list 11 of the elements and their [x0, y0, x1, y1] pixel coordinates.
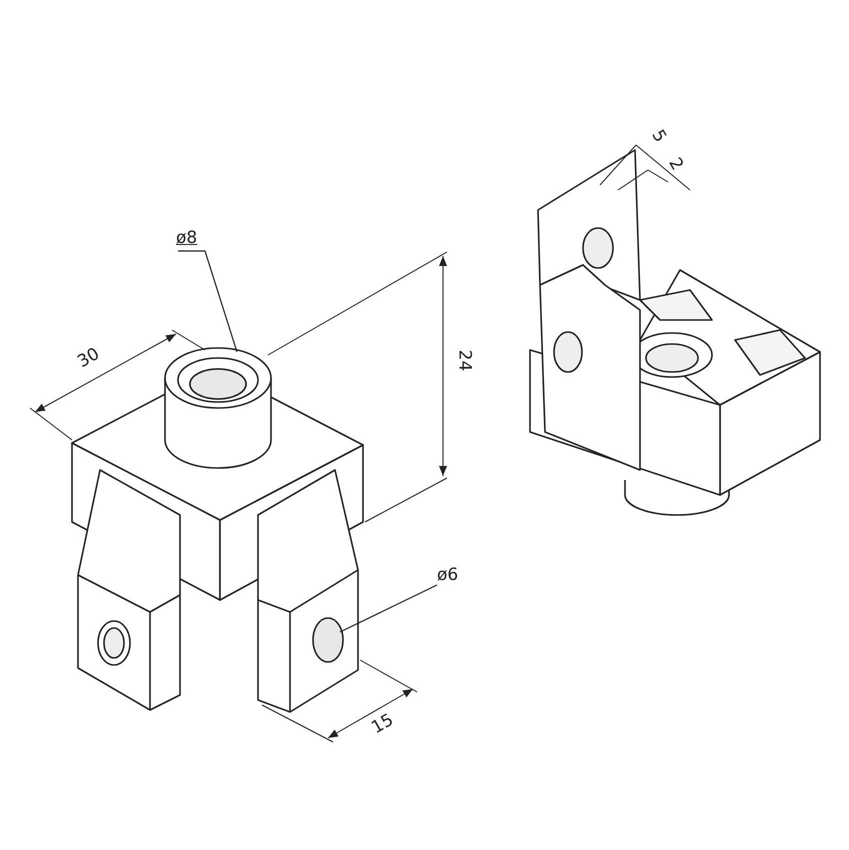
- dimension-value: 2: [665, 156, 686, 174]
- threaded-hole: [312, 617, 344, 663]
- dimension-value: 30: [75, 346, 102, 372]
- dimension-label: ø8: [176, 230, 198, 247]
- threaded-hole: [189, 368, 247, 400]
- dimension-value: 24: [455, 350, 472, 372]
- leader-line: [178, 250, 238, 352]
- dimension-label: ø6: [437, 567, 458, 584]
- leader-line: [340, 584, 438, 633]
- dimension-value: 15: [369, 712, 396, 738]
- dimension-value: 5: [648, 128, 668, 146]
